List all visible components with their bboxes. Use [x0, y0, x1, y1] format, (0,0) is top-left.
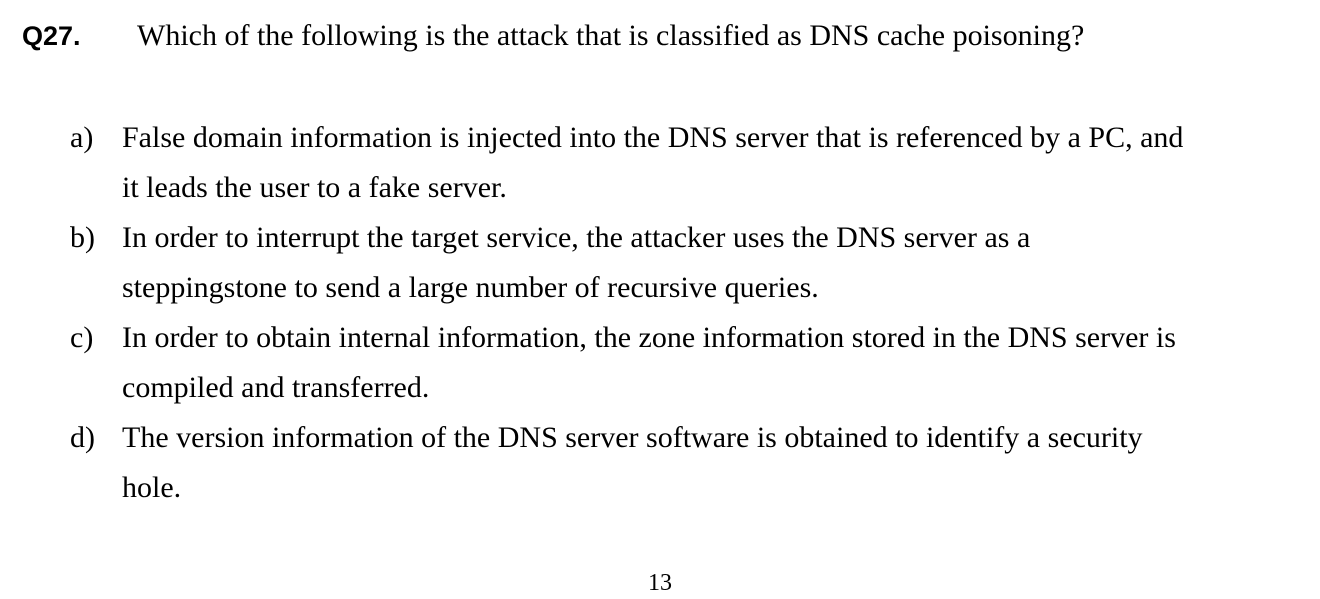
- option-text-line: False domain information is injected int…: [122, 121, 1184, 154]
- option-label: a): [70, 121, 94, 154]
- option-d: d) The version information of the DNS se…: [70, 413, 1310, 513]
- question-text: Which of the following is the attack tha…: [137, 19, 1085, 52]
- option-text-line: The version information of the DNS serve…: [122, 421, 1143, 454]
- option-text-line: it leads the user to a fake server.: [122, 171, 507, 204]
- option-text-line: hole.: [122, 471, 182, 504]
- option-text: False domain information is injected int…: [122, 113, 1310, 213]
- option-a: a) False domain information is injected …: [70, 113, 1310, 213]
- option-label: d): [70, 421, 95, 454]
- option-text: The version information of the DNS serve…: [122, 413, 1310, 513]
- option-label: c): [70, 321, 94, 354]
- option-text-line: In order to obtain internal information,…: [122, 321, 1176, 354]
- option-text-line: compiled and transferred.: [122, 371, 430, 404]
- option-text-line: steppingstone to send a large number of …: [122, 271, 819, 304]
- question-header: Q27. Which of the following is the attac…: [22, 14, 1302, 58]
- question-number: Q27.: [22, 21, 81, 51]
- page-number: 13: [648, 570, 672, 596]
- option-label: b): [70, 221, 95, 254]
- option-c: c) In order to obtain internal informati…: [70, 313, 1310, 413]
- option-b: b) In order to interrupt the target serv…: [70, 213, 1310, 313]
- answer-options: a) False domain information is injected …: [70, 113, 1310, 513]
- option-text: In order to obtain internal information,…: [122, 313, 1310, 413]
- option-text-line: In order to interrupt the target service…: [122, 221, 1031, 254]
- option-text: In order to interrupt the target service…: [122, 213, 1310, 313]
